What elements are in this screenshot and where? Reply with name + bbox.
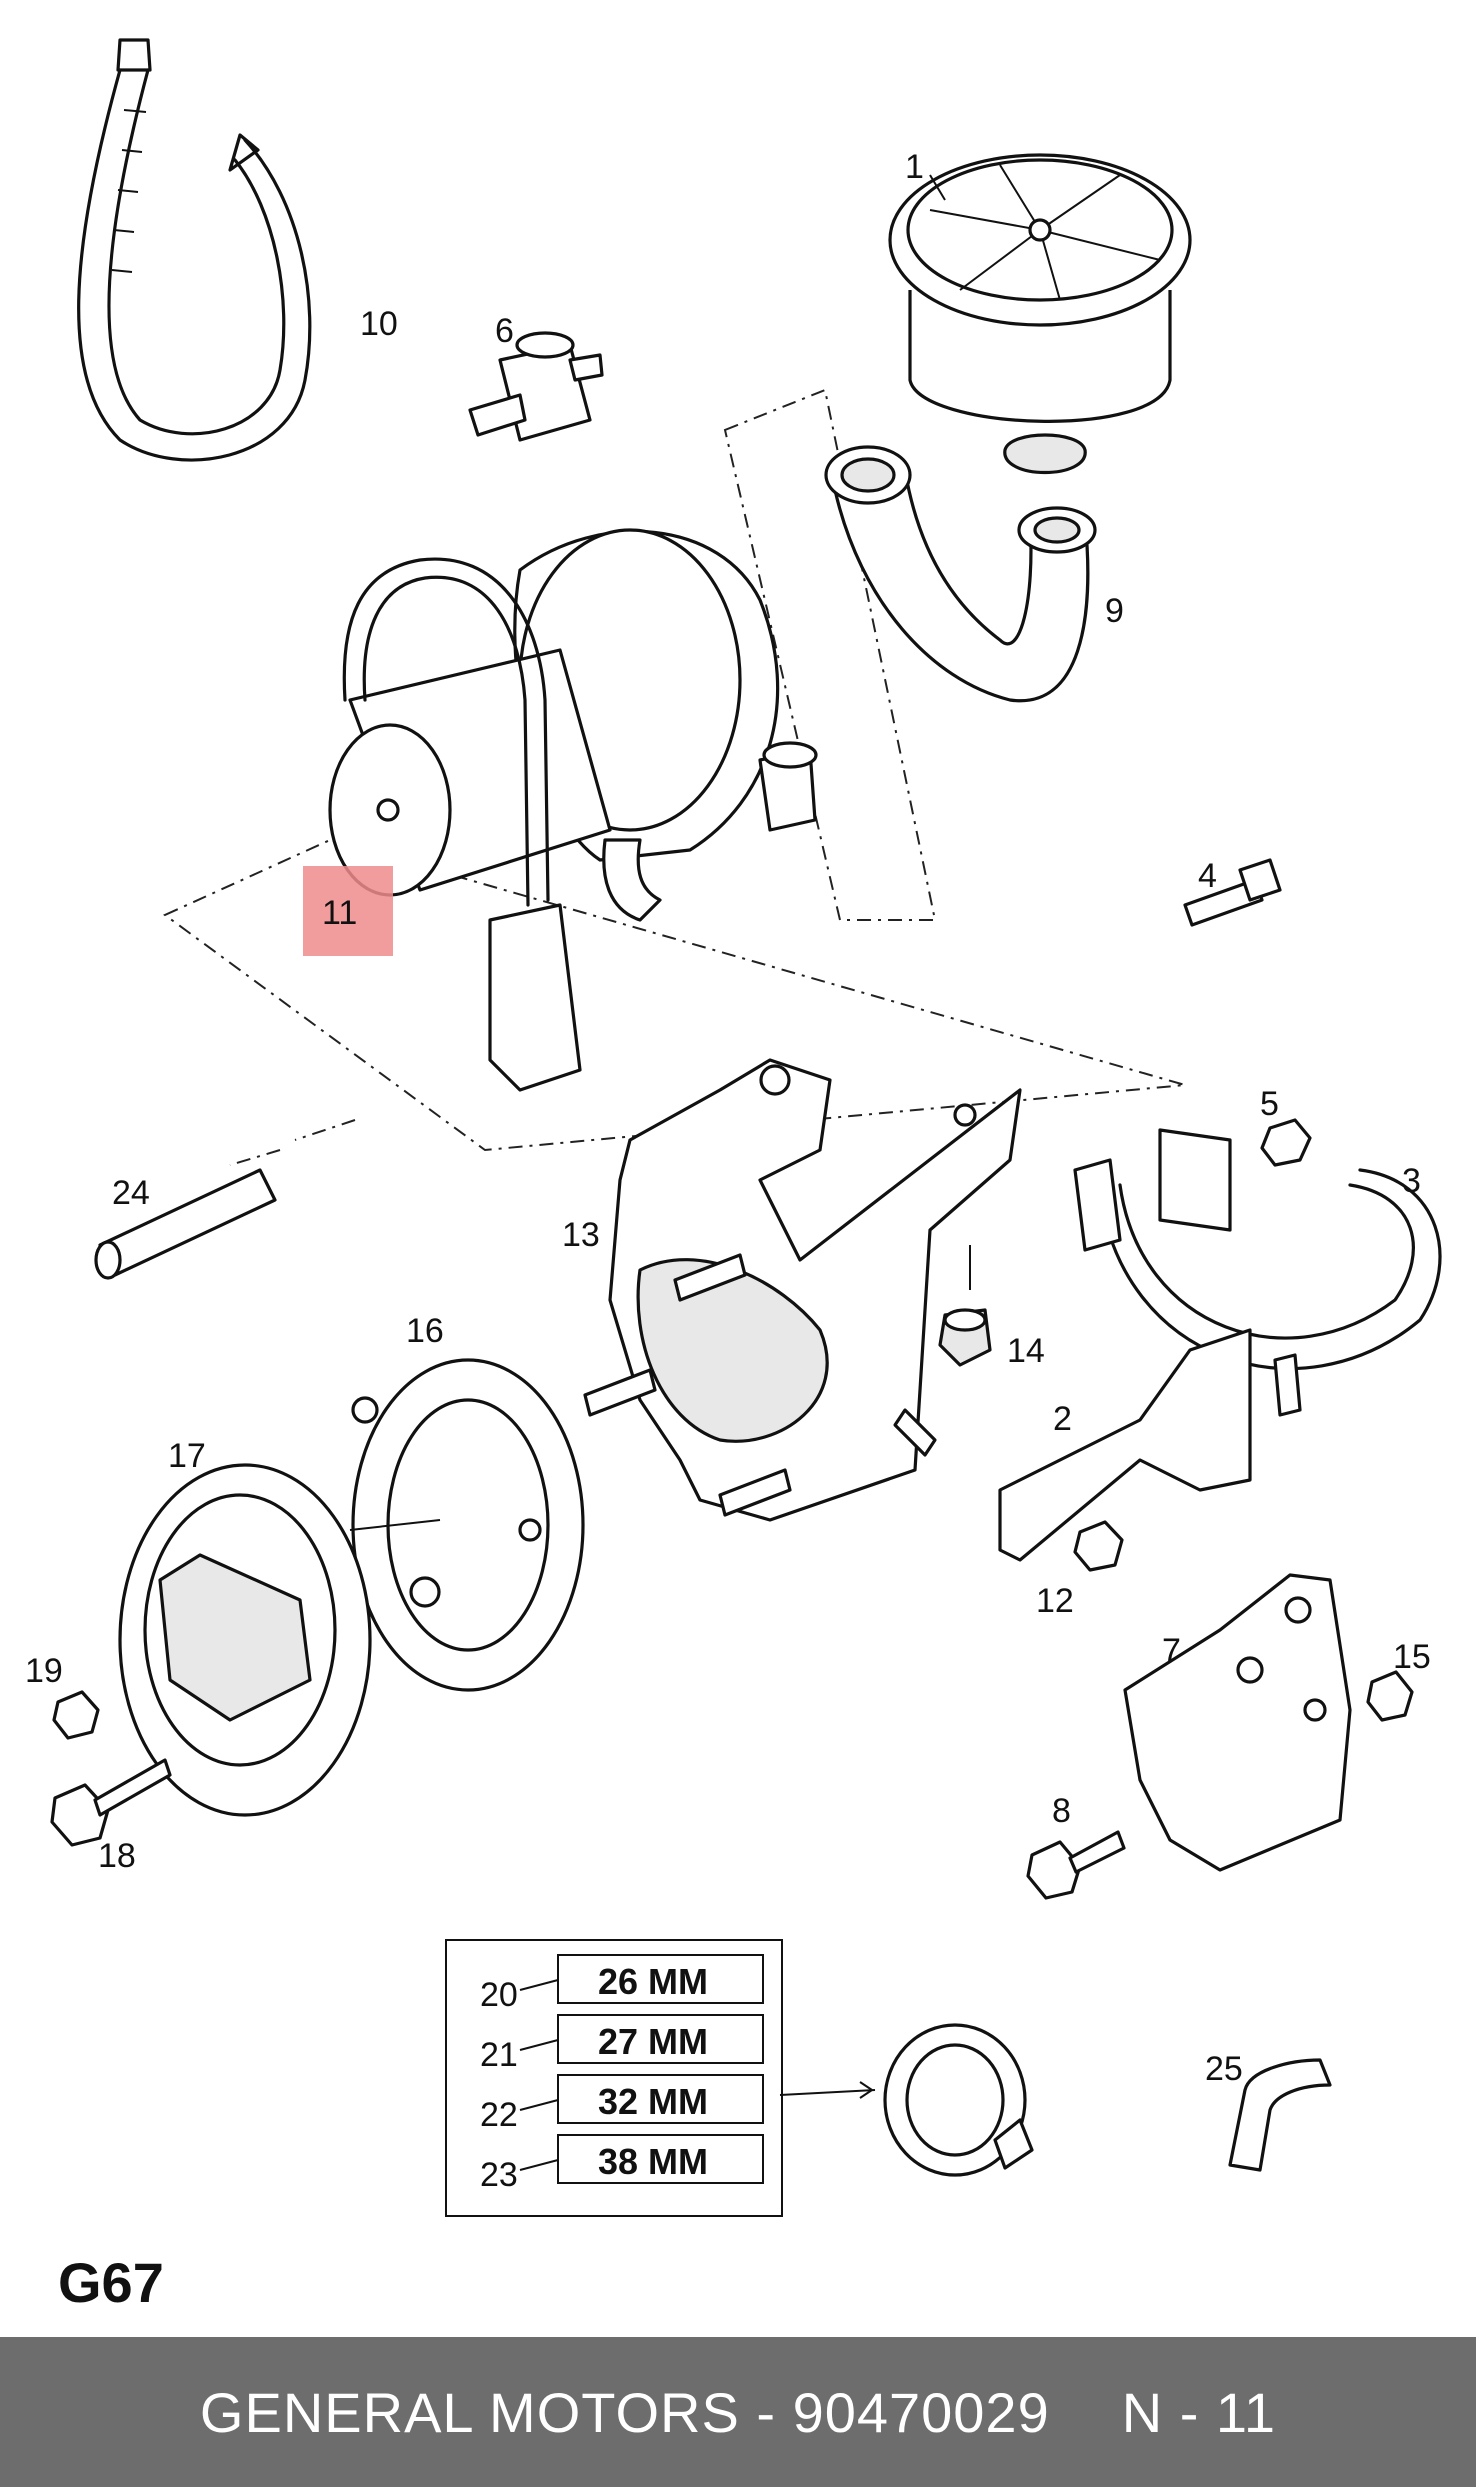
adapter-ring-part (351, 1358, 585, 1692)
callout-19: 19 (25, 1652, 63, 1690)
callout-11: 11 (322, 894, 357, 932)
air-pump-part (328, 528, 818, 1092)
check-valve-part (468, 331, 604, 442)
highlighted-part-marker (303, 866, 393, 956)
spacer-tube-part (94, 1168, 277, 1280)
callout-1: 1 (905, 148, 924, 186)
size-table-text: 20 26 MM 21 27 MM 22 32 MM 23 38 MM (480, 1961, 708, 2194)
page-code: G67 (58, 2251, 164, 2314)
callout-14: 14 (1007, 1332, 1045, 1370)
footer-page-ref: N - 11 (1121, 2380, 1277, 2444)
leader-lines (349, 174, 971, 2099)
callout-12: 12 (1036, 1582, 1074, 1620)
nut-part-5 (1260, 1118, 1312, 1167)
bolt-part-4 (1183, 858, 1282, 927)
cable-tie-part (77, 38, 312, 462)
callout-15: 15 (1393, 1638, 1431, 1676)
size-value-23: 38 MM (598, 2141, 708, 2182)
clamp-size-table (445, 1939, 783, 2217)
air-filter-part (888, 153, 1192, 474)
exploded-parts-diagram: 1 2 3 4 5 6 7 8 9 10 11 12 13 14 15 16 1… (25, 38, 1442, 2314)
footer-brand: GENERAL MOTORS (199, 2380, 740, 2444)
size-ref-23: 23 (480, 2156, 518, 2194)
callout-4: 4 (1198, 857, 1217, 895)
callout-6: 6 (495, 312, 514, 350)
callout-2: 2 (1053, 1400, 1072, 1438)
size-value-22: 32 MM (598, 2081, 708, 2122)
hose-part (824, 445, 1097, 703)
nut-part-14 (938, 1308, 992, 1367)
callout-13: 13 (562, 1216, 600, 1254)
callout-17: 17 (168, 1437, 206, 1475)
size-ref-20: 20 (480, 1976, 518, 2014)
size-value-20: 26 MM (598, 1961, 708, 2002)
nut-part-19 (52, 1690, 100, 1740)
bolt-part-8 (1026, 1830, 1126, 1900)
callout-18: 18 (98, 1837, 136, 1875)
footer-bar: GENERAL MOTORS - 90470029 N - 11 (0, 2337, 1476, 2487)
size-value-21: 27 MM (598, 2021, 708, 2062)
callout-10: 10 (360, 305, 398, 343)
support-bracket-part (998, 1328, 1252, 1562)
bolt-part-15 (1366, 1670, 1414, 1722)
callout-3: 3 (1402, 1162, 1421, 1200)
size-ref-22: 22 (480, 2096, 518, 2134)
callout-16: 16 (406, 1312, 444, 1350)
hose-clamp-part (883, 2023, 1034, 2177)
footer-separator: - (739, 2380, 793, 2444)
bolt-part-18 (50, 1758, 172, 1847)
flange-plate-part (118, 1463, 372, 1817)
nut-part-12 (1073, 1520, 1124, 1572)
callout-9: 9 (1105, 592, 1124, 630)
callout-25: 25 (1205, 2050, 1243, 2088)
callout-24: 24 (112, 1174, 150, 1212)
callout-8: 8 (1052, 1792, 1071, 1830)
callout-5: 5 (1260, 1085, 1279, 1123)
callout-7: 7 (1162, 1632, 1181, 1670)
elbow-hose-part (1228, 2058, 1332, 2172)
footer-part-number: 90470029 (792, 2380, 1050, 2444)
size-ref-21: 21 (480, 2036, 518, 2074)
strap-clamp-part (1073, 1128, 1442, 1417)
mounting-bracket-part (583, 1058, 1022, 1522)
callout-labels: 1 2 3 4 5 6 7 8 9 10 11 12 13 14 15 16 1… (25, 148, 1431, 2088)
exhaust-bracket-part (1123, 1573, 1352, 1872)
